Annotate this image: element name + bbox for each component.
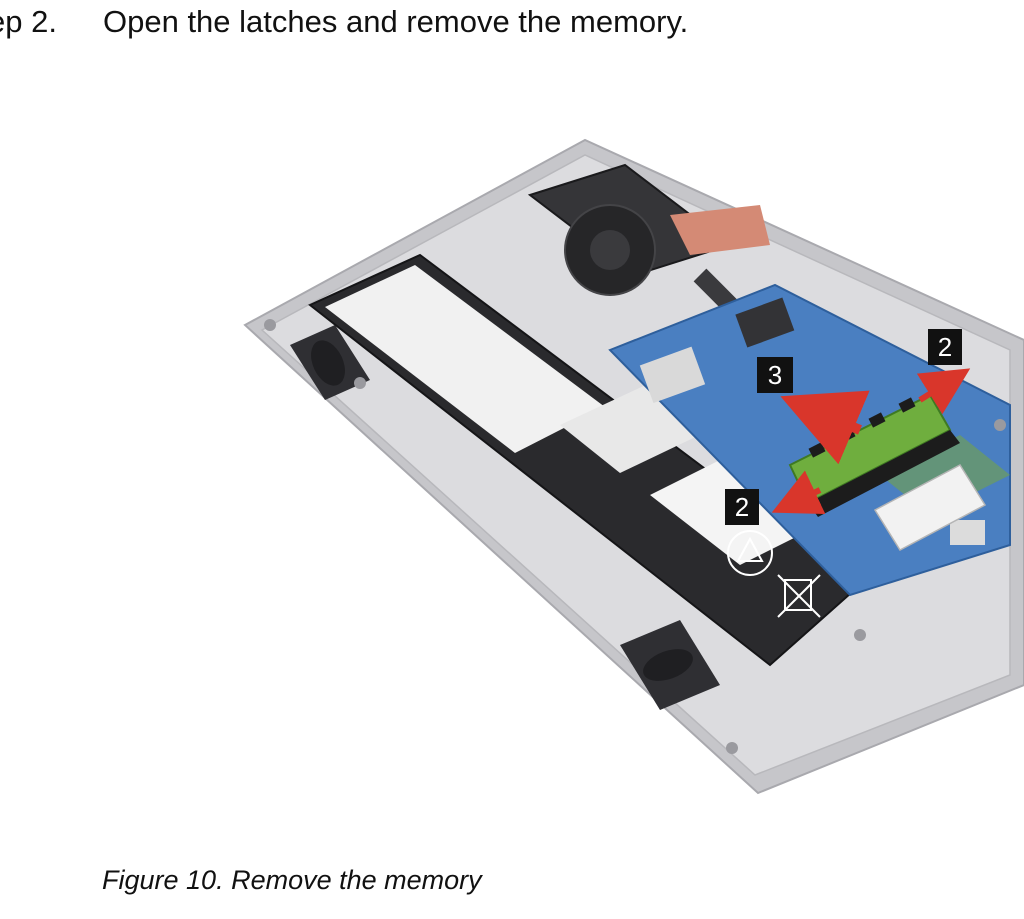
latch-arrow-lower: [771, 470, 826, 514]
battery-pack: [308, 253, 862, 667]
speaker-left: [290, 325, 370, 400]
latch-arrow-upper: [916, 368, 971, 415]
remove-memory-arrow: [780, 390, 870, 465]
memory-module: [788, 393, 960, 517]
step-instruction: Open the latches and remove the memory.: [103, 4, 689, 39]
figure-caption: Figure 10. Remove the memory: [102, 865, 482, 895]
laptop-memory-removal-illustration: 2 3 2: [230, 125, 1024, 805]
crossed-bin-icon: [777, 574, 821, 618]
callout-label: 3: [768, 360, 782, 390]
recycle-icon: [727, 530, 773, 576]
callout-remove-memory: 3: [757, 357, 793, 393]
callout-label: 2: [735, 492, 749, 522]
step-number: ep 2.: [0, 4, 57, 39]
ssd-module: [873, 464, 987, 551]
callout-latch-upper: 2: [928, 329, 962, 365]
callout-latch-lower: 2: [725, 489, 759, 525]
speaker-bottom: [620, 620, 720, 710]
callout-label: 2: [938, 332, 952, 362]
cooling-fan: [527, 163, 770, 296]
screws: [264, 319, 1006, 754]
